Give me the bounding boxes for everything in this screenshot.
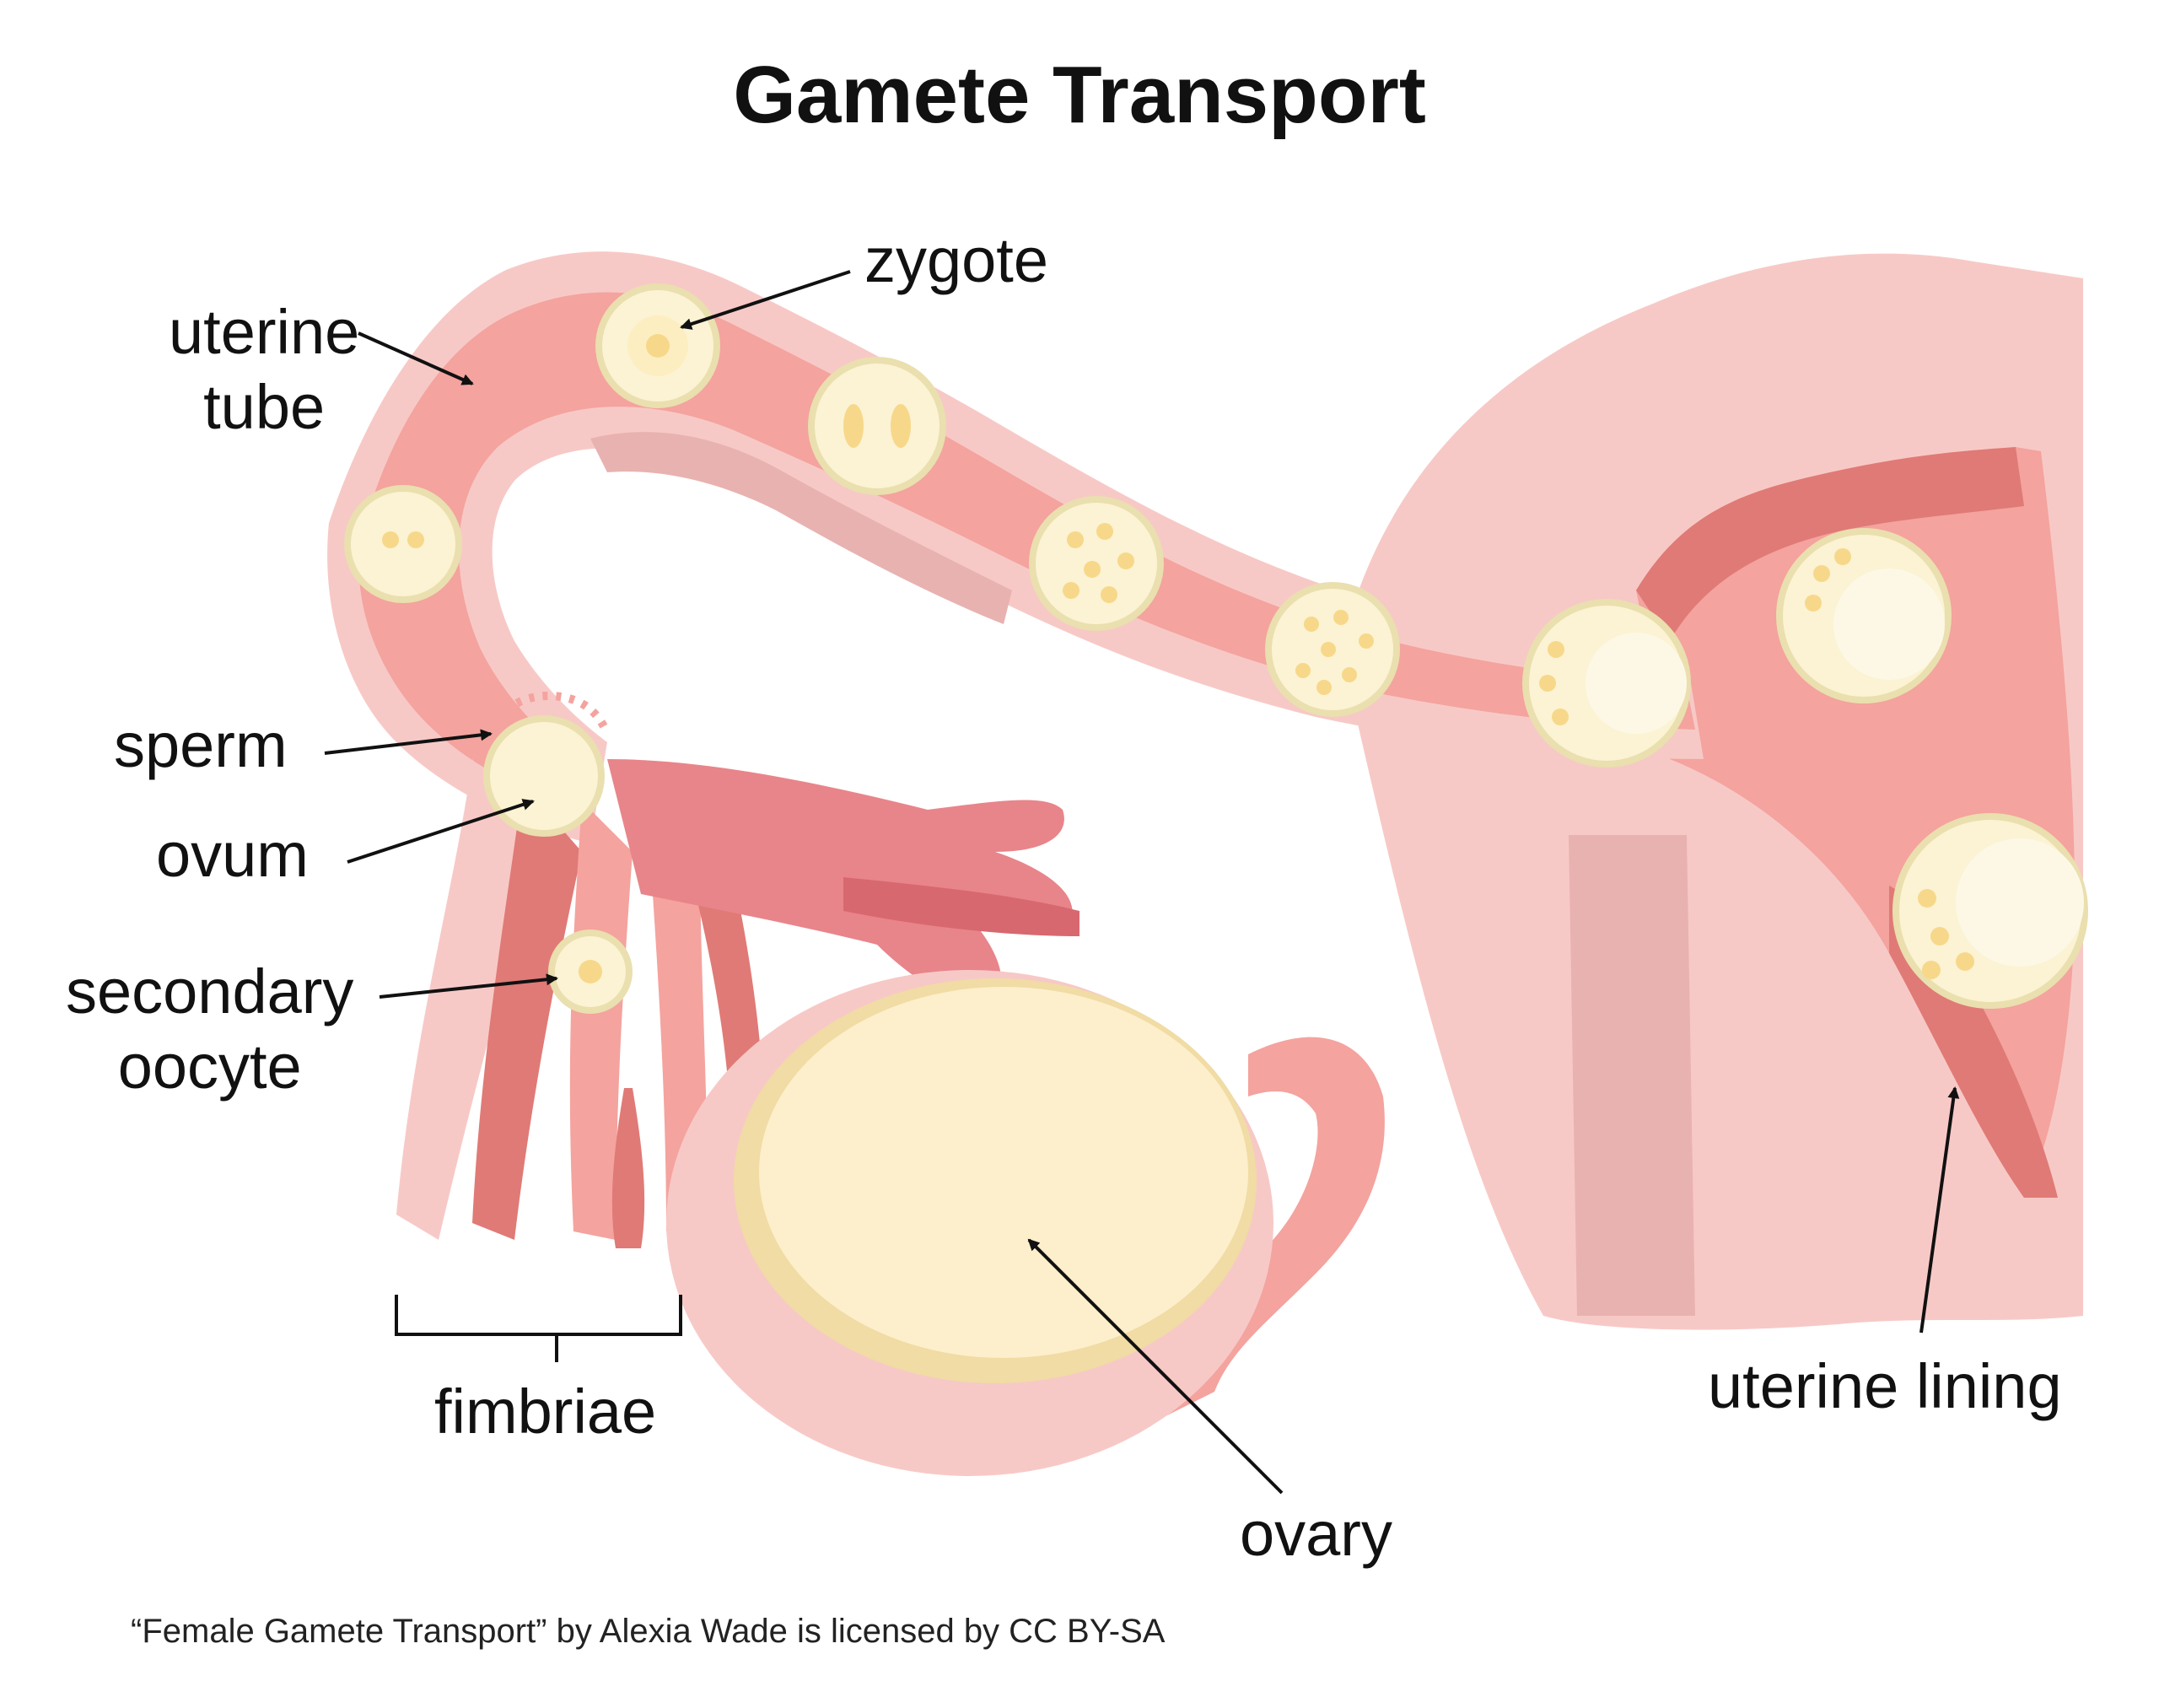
- ovum-sperm-cell: [476, 691, 611, 837]
- diagram-title: Gamete Transport: [733, 50, 1426, 140]
- fimbria: [396, 759, 540, 1240]
- arrow-uterine-tube: [358, 331, 474, 385]
- fimbria: [611, 1088, 645, 1248]
- cells: [344, 283, 2088, 1014]
- blastocyst: [1776, 528, 1952, 703]
- label-secondary-oocyte: secondary oocyte: [66, 955, 353, 1105]
- uterus: [1341, 253, 2083, 1330]
- attribution-credit: “Female Gamete Transport” by Alexia Wade…: [131, 1613, 1166, 1650]
- arrow-ovary: [1027, 1238, 1284, 1495]
- two-cell-embryo: [344, 485, 462, 603]
- label-zygote: zygote: [864, 225, 1049, 295]
- label-secondary-oocyte-line2: oocyte: [117, 1031, 302, 1102]
- arrow-uterine-lining: [1919, 1086, 1960, 1334]
- label-ovum: ovum: [156, 820, 309, 890]
- label-uterine-lining: uterine lining: [1708, 1351, 2062, 1421]
- ovary-structure: [666, 970, 1385, 1476]
- fimbriae-bracket: [395, 1295, 682, 1362]
- four-cell-embryo: [808, 357, 946, 495]
- tube-inner-fold: [590, 432, 1012, 624]
- uterus-shade: [1569, 835, 1695, 1316]
- label-uterine-tube-line1: uterine: [169, 297, 360, 367]
- label-secondary-oocyte-line1: secondary: [66, 956, 354, 1026]
- fimbria: [569, 801, 633, 1240]
- ovary-body: [759, 987, 1248, 1358]
- label-sperm: sperm: [114, 710, 288, 780]
- pointer-arrows: [324, 270, 1960, 1495]
- label-ovary: ovary: [1240, 1499, 1392, 1569]
- early-blastocyst: [1522, 599, 1691, 768]
- uterine-lining-top: [1636, 447, 2024, 641]
- label-uterine-tube: uterine tube: [169, 295, 359, 445]
- implanting-blastocyst: [1892, 813, 2088, 1009]
- label-uterine-tube-line2: tube: [203, 371, 326, 442]
- arrow-sperm: [324, 729, 493, 755]
- fimbria: [472, 784, 582, 1240]
- arrow-ovum: [347, 799, 535, 864]
- secondary-oocyte-cell: [548, 929, 633, 1014]
- morula-late: [1265, 582, 1400, 717]
- morula-early: [1029, 496, 1164, 631]
- arrow-secondary-oocyte: [379, 973, 558, 999]
- fimbriae-fingers: [607, 759, 1073, 1005]
- label-fimbriae: fimbriae: [434, 1377, 657, 1447]
- zygote-cell: [595, 283, 720, 408]
- fimbria-fold: [843, 877, 1080, 936]
- arrow-zygote: [680, 270, 851, 330]
